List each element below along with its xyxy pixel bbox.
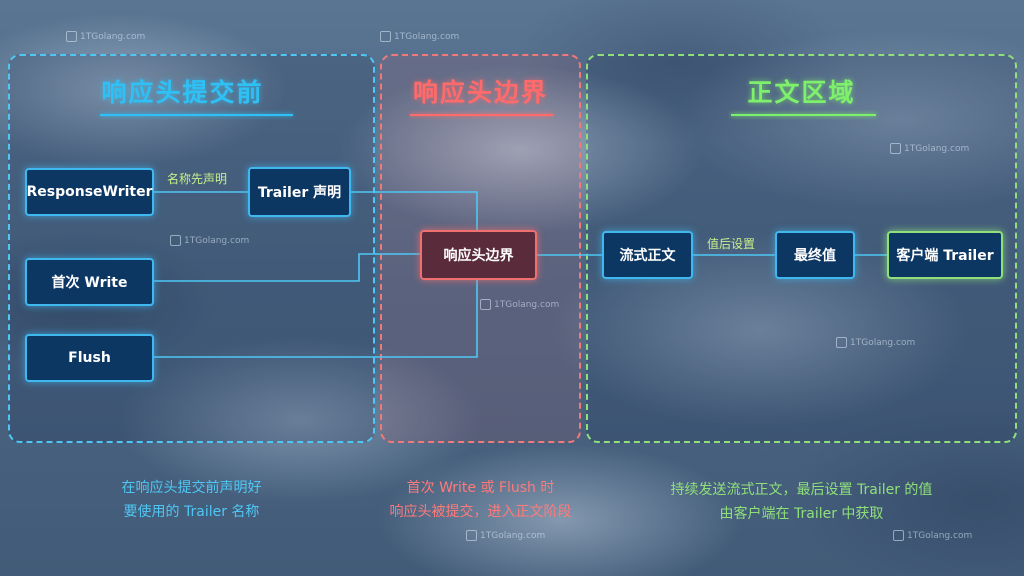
watermark-text: 1TGolang.com	[494, 299, 560, 310]
caption-line: 持续发送流式正文，最后设置 Trailer 的值	[670, 482, 933, 498]
watermark: 1TGolang.com	[66, 31, 145, 42]
caption-line: 由客户端在 Trailer 中获取	[719, 506, 884, 522]
edge-label-set-value-after: 值后设置	[707, 237, 756, 251]
zone-title-header-boundary: 响应头边界	[412, 78, 548, 107]
watermark-logo-icon	[890, 143, 901, 154]
node-trailer-declaration: Trailer 声明	[248, 167, 351, 217]
watermark: 1TGolang.com	[380, 31, 459, 42]
watermark-logo-icon	[170, 235, 181, 246]
watermark: 1TGolang.com	[170, 235, 249, 246]
watermark-logo-icon	[893, 530, 904, 541]
caption-line: 要使用的 Trailer 名称	[123, 504, 260, 520]
title-underline-mid	[410, 114, 553, 116]
watermark: 1TGolang.com	[890, 143, 969, 154]
watermark-logo-icon	[480, 299, 491, 310]
node-final-value: 最终值	[775, 231, 855, 279]
watermark-text: 1TGolang.com	[850, 337, 916, 348]
watermark-text: 1TGolang.com	[80, 31, 146, 42]
caption-before-commit: 在响应头提交前声明好 要使用的 Trailer 名称	[8, 476, 375, 524]
edge-trailer-decl-to-boundary	[351, 191, 478, 230]
title-underline-right	[731, 114, 876, 116]
node-client-trailer: 客户端 Trailer	[887, 231, 1003, 279]
node-first-write: 首次 Write	[25, 258, 154, 306]
watermark-text: 1TGolang.com	[480, 530, 546, 541]
watermark-logo-icon	[66, 31, 77, 42]
watermark-text: 1TGolang.com	[184, 235, 250, 246]
caption-body-region: 持续发送流式正文，最后设置 Trailer 的值 由客户端在 Trailer 中…	[586, 478, 1017, 526]
zone-title-before-commit: 响应头提交前	[101, 78, 264, 107]
edge-write-to-boundary	[154, 253, 420, 282]
zone-title-body-region: 正文区域	[747, 78, 856, 107]
watermark-logo-icon	[466, 530, 477, 541]
caption-header-boundary: 首次 Write 或 Flush 时 响应头被提交，进入正文阶段	[330, 476, 631, 524]
caption-line: 在响应头提交前声明好	[121, 480, 262, 496]
watermark: 1TGolang.com	[466, 530, 545, 541]
node-stream-body: 流式正文	[602, 231, 693, 279]
watermark-text: 1TGolang.com	[904, 143, 970, 154]
title-underline-left	[100, 114, 293, 116]
caption-line: 响应头被提交，进入正文阶段	[389, 504, 572, 520]
watermark-logo-icon	[836, 337, 847, 348]
watermark-logo-icon	[380, 31, 391, 42]
node-header-boundary: 响应头边界	[420, 230, 537, 280]
node-flush: Flush	[25, 334, 154, 382]
watermark-text: 1TGolang.com	[394, 31, 460, 42]
edge-flush-to-boundary	[154, 280, 478, 358]
watermark-text: 1TGolang.com	[907, 530, 973, 541]
edge-label-declare-name-first: 名称先声明	[167, 172, 228, 186]
watermark: 1TGolang.com	[836, 337, 915, 348]
caption-line: 首次 Write 或 Flush 时	[406, 480, 555, 496]
watermark: 1TGolang.com	[480, 299, 559, 310]
node-response-writer: ResponseWriter	[25, 168, 154, 216]
watermark: 1TGolang.com	[893, 530, 972, 541]
